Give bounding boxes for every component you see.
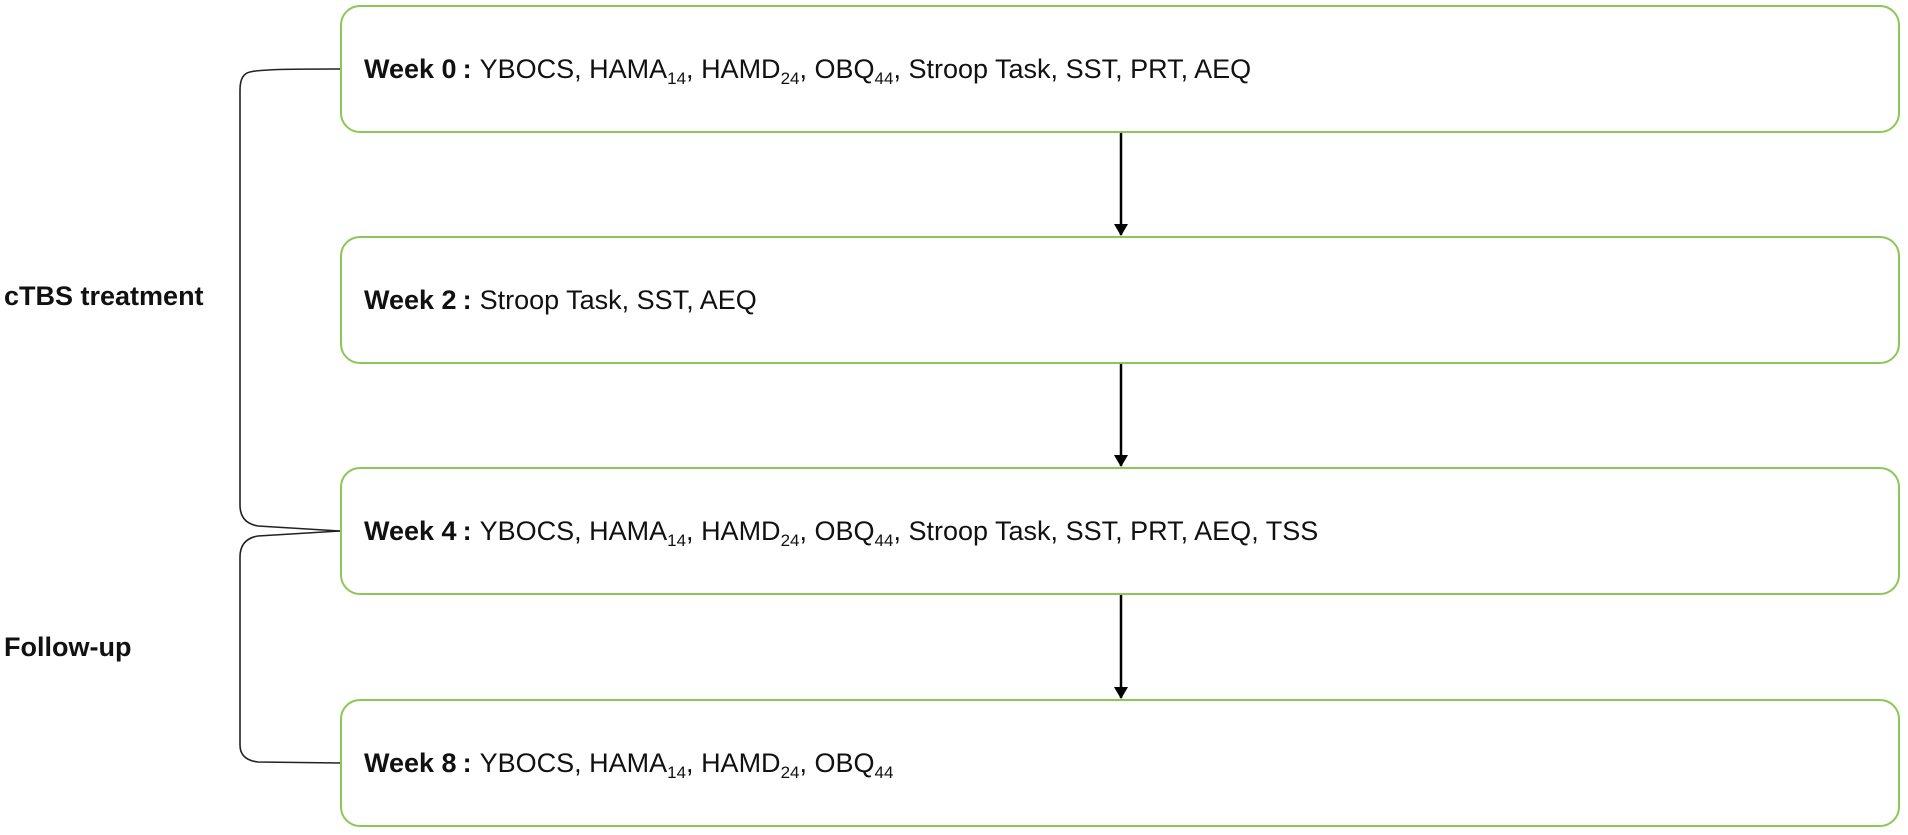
item-separator: ,: [799, 515, 815, 546]
assessment-item: OBQ44: [814, 747, 894, 781]
item-separator: ,: [686, 53, 702, 84]
item-separator: ,: [574, 53, 590, 84]
assessment-name: Stroop Task: [479, 284, 622, 315]
assessment-name: PRT: [1130, 53, 1181, 84]
week-2-box: Week 2: Stroop Task, SST, AEQ: [340, 236, 1900, 364]
item-separator: ,: [799, 747, 815, 778]
assessment-subscript: 14: [667, 530, 687, 550]
week-8-box: Week 8: YBOCS, HAMA14, HAMD24, OBQ44: [340, 699, 1900, 827]
week-label: Week 4: [364, 515, 457, 546]
assessment-name: TSS: [1265, 515, 1319, 546]
week-label: Week 2: [364, 284, 457, 315]
assessment-item: SST: [1066, 516, 1116, 546]
item-separator: ,: [686, 284, 700, 315]
week-colon: :: [462, 284, 472, 315]
assessment-item: HAMD24: [701, 53, 799, 87]
assessment-name: PRT: [1130, 515, 1181, 546]
item-separator: ,: [1050, 515, 1066, 546]
assessment-name: Stroop Task: [908, 515, 1051, 546]
assessment-item: HAMA14: [589, 747, 686, 781]
item-separator: ,: [893, 515, 909, 546]
assessment-name: OBQ: [814, 747, 875, 778]
week-colon: :: [462, 747, 472, 778]
assessment-name: HAMA: [589, 747, 668, 778]
item-separator: ,: [621, 284, 637, 315]
item-separator: ,: [1115, 515, 1131, 546]
week-4-box: Week 4: YBOCS, HAMA14, HAMD24, OBQ44, Str…: [340, 467, 1900, 595]
assessment-list: Stroop Task, SST, AEQ: [480, 285, 757, 316]
assessment-name: OBQ: [814, 515, 875, 546]
assessment-item: YBOCS: [480, 748, 575, 778]
assessment-item: AEQ: [1194, 516, 1251, 546]
assessment-subscript: 44: [874, 530, 894, 550]
assessment-item: PRT: [1130, 516, 1181, 546]
assessment-item: AEQ: [1194, 54, 1251, 84]
item-separator: ,: [1115, 53, 1131, 84]
assessment-item: Stroop Task: [908, 54, 1050, 84]
assessment-name: HAMA: [589, 53, 668, 84]
assessment-item: HAMA14: [589, 53, 686, 87]
assessment-list: YBOCS, HAMA14, HAMD24, OBQ44: [480, 747, 894, 781]
item-separator: ,: [1180, 515, 1195, 546]
assessment-subscript: 24: [780, 530, 800, 550]
assessment-item: HAMD24: [701, 747, 799, 781]
assessment-name: HAMD: [701, 53, 781, 84]
assessment-name: HAMD: [701, 515, 781, 546]
item-separator: ,: [686, 747, 702, 778]
assessment-item: SST: [637, 285, 687, 315]
assessment-item: Stroop Task: [908, 516, 1050, 546]
assessment-list: YBOCS, HAMA14, HAMD24, OBQ44, Stroop Tas…: [480, 53, 1252, 87]
assessment-item: Stroop Task: [480, 285, 622, 315]
assessment-subscript: 14: [667, 762, 687, 782]
week-label: Week 0: [364, 53, 457, 84]
assessment-name: AEQ: [1194, 515, 1252, 546]
assessment-name: AEQ: [699, 284, 757, 315]
assessment-name: SST: [1065, 53, 1116, 84]
week-label: Week 8: [364, 747, 457, 778]
follow-up-bracket: [239, 530, 341, 764]
week-colon: :: [462, 53, 472, 84]
assessment-item: OBQ44: [814, 515, 894, 549]
assessment-name: SST: [1065, 515, 1116, 546]
assessment-subscript: 44: [874, 68, 894, 88]
item-separator: ,: [893, 53, 909, 84]
assessment-item: HAMA14: [589, 515, 686, 549]
assessment-name: HAMD: [701, 747, 781, 778]
assessment-name: Stroop Task: [908, 53, 1051, 84]
item-separator: ,: [1050, 53, 1066, 84]
assessment-name: OBQ: [814, 53, 875, 84]
phase-label-follow-up: Follow-up: [4, 632, 132, 662]
assessment-item: YBOCS: [480, 516, 575, 546]
assessment-name: YBOCS: [479, 53, 575, 84]
assessment-list: YBOCS, HAMA14, HAMD24, OBQ44, Stroop Tas…: [480, 515, 1319, 549]
item-separator: ,: [686, 515, 702, 546]
assessment-name: YBOCS: [479, 747, 575, 778]
ctbs-treatment-bracket: [239, 68, 341, 532]
assessment-name: AEQ: [1194, 53, 1252, 84]
assessment-item: YBOCS: [480, 54, 575, 84]
assessment-item: HAMD24: [701, 515, 799, 549]
assessment-item: OBQ44: [814, 53, 894, 87]
item-separator: ,: [1251, 515, 1266, 546]
item-separator: ,: [574, 747, 590, 778]
item-separator: ,: [1180, 53, 1195, 84]
item-separator: ,: [799, 53, 815, 84]
assessment-item: SST: [1066, 54, 1116, 84]
assessment-subscript: 24: [780, 68, 800, 88]
assessment-item: TSS: [1266, 516, 1319, 546]
assessment-name: YBOCS: [479, 515, 575, 546]
week-colon: :: [462, 515, 472, 546]
item-separator: ,: [574, 515, 590, 546]
week-0-box: Week 0: YBOCS, HAMA14, HAMD24, OBQ44, Str…: [340, 5, 1900, 133]
assessment-subscript: 14: [667, 68, 687, 88]
assessment-item: PRT: [1130, 54, 1181, 84]
assessment-name: HAMA: [589, 515, 668, 546]
assessment-item: AEQ: [700, 285, 757, 315]
phase-label-ctbs-treatment: cTBS treatment: [4, 281, 204, 311]
assessment-subscript: 44: [874, 762, 894, 782]
assessment-subscript: 24: [780, 762, 800, 782]
assessment-name: SST: [636, 284, 687, 315]
